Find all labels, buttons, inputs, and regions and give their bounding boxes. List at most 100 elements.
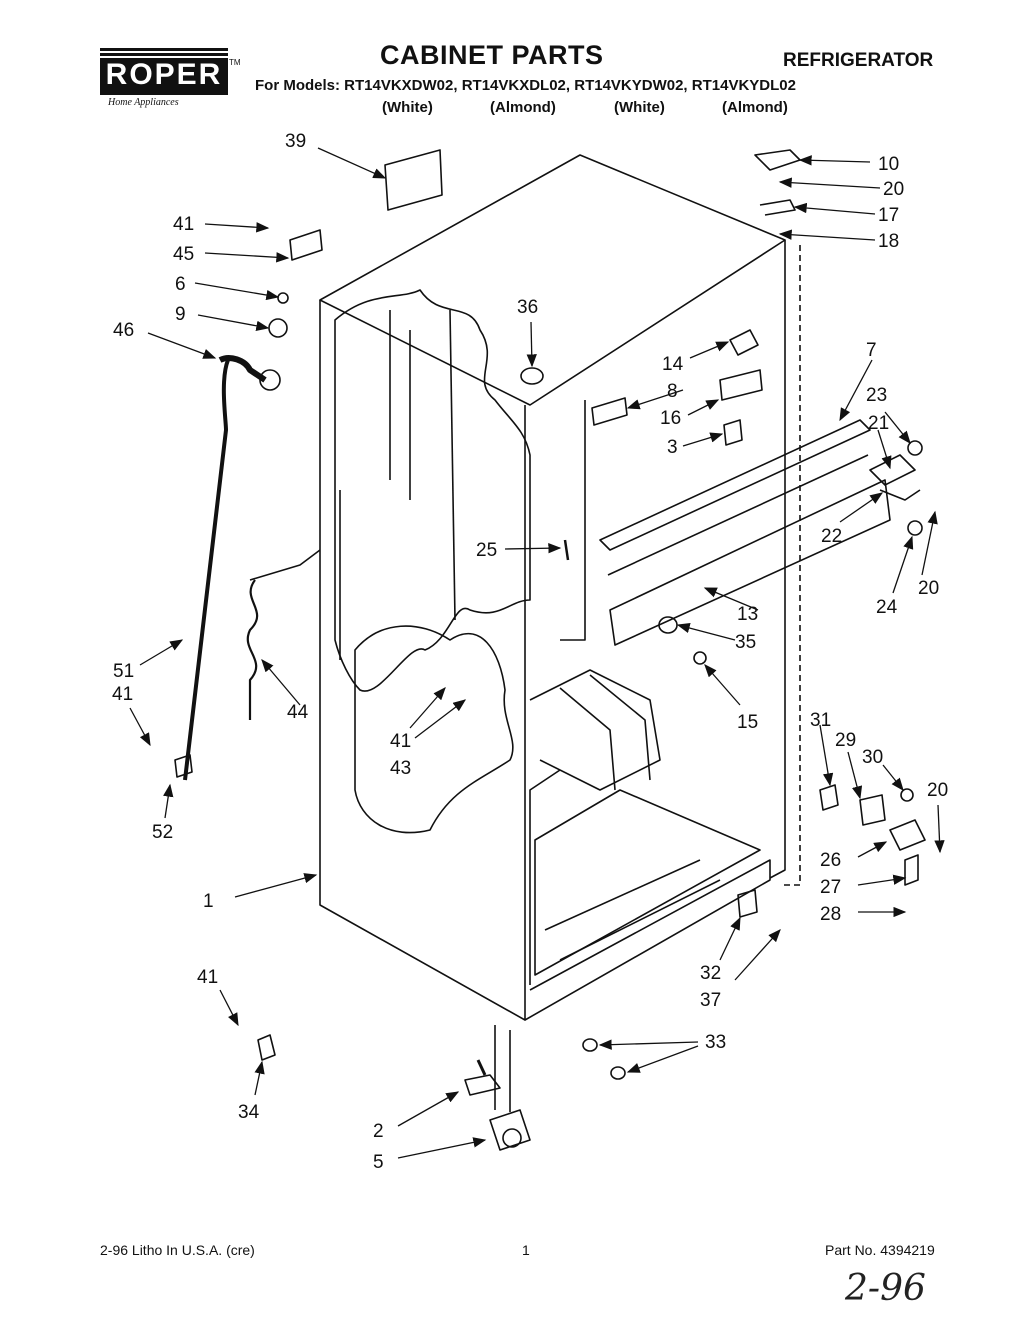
clip-14 [729,329,759,356]
callout-31: 31 [810,710,831,731]
callout-32: 32 [700,963,721,984]
callout-23: 23 [866,385,887,406]
callout-52: 52 [152,822,173,843]
block-3 [723,419,743,446]
bracket-16 [719,369,763,401]
callout-36: 36 [517,297,538,318]
models-line: For Models: RT14VKXDW02, RT14VKXDL02, RT… [255,77,796,94]
callout-9: 9 [175,304,186,325]
model-color-4: (Almond) [722,99,788,116]
center-hinge-21 [869,454,916,486]
callout-46: 46 [113,320,134,341]
leveling-leg-stem [476,1059,487,1076]
print-info: 2-96 Litho In U.S.A. (cre) [100,1242,255,1258]
callout-13: 13 [737,604,758,625]
hump-ridge [559,687,616,791]
compressor-hump [529,669,661,791]
liner-cutaway [334,289,531,692]
callout-1: 1 [203,891,214,912]
breaker-strip-line [607,454,869,576]
plug-36 [520,367,544,385]
floor-rail-1 [544,859,701,931]
plug-35 [658,616,678,634]
washer-23 [907,440,923,456]
washer-24 [907,520,923,536]
callout-15: 15 [737,712,758,733]
cabinet-bottom-frame [524,859,771,1021]
plug-33-a [582,1038,598,1052]
logo-top-rule [100,48,228,51]
callout-2: 2 [373,1121,384,1142]
center-hinge-22 [879,489,921,501]
washer-30 [900,788,914,802]
callout-29: 29 [835,730,856,751]
bottom-hinge-26 [889,819,926,851]
model-color-2: (Almond) [490,99,556,116]
screw-25 [563,539,570,561]
breaker-strip-7 [599,419,871,551]
roller-wheel [502,1128,522,1148]
bracket-39 [384,149,443,211]
floor-rail-2 [559,879,721,961]
brand-logo: ROPER [100,58,228,92]
callout-18: 18 [878,231,899,252]
handwritten-note: 2-96 [845,1268,926,1309]
callout-24: 24 [876,597,898,618]
callout-7: 7 [866,340,877,361]
hinge-cover-10 [754,149,801,171]
cabinet-rear-edge [769,240,786,879]
callout-20-mid: 20 [918,578,939,599]
appliance-category: REFRIGERATOR [783,50,934,71]
callout-41-top: 41 [173,214,194,235]
callout-30: 30 [862,747,883,768]
cabinet-dashed-outline [780,245,801,886]
model-color-1: (White) [382,99,433,116]
model-color-3: (White) [614,99,665,116]
callout-28: 28 [820,904,841,925]
lower-cutaway [354,625,514,834]
cover-plate-32 [737,889,758,918]
bracket-8 [591,397,628,426]
hump-ridge-2 [589,674,651,781]
plug-33-b [610,1066,626,1080]
callout-10: 10 [878,154,899,175]
callout-35: 35 [735,632,756,653]
callout-25: 25 [476,540,497,561]
callout-45: 45 [173,244,194,265]
grommet [259,369,281,391]
callout-37: 37 [700,990,721,1011]
callout-5: 5 [373,1152,384,1173]
power-cord-44 [246,579,259,720]
callout-16: 16 [660,408,681,429]
callout-39: 39 [285,131,306,152]
callout-27: 27 [820,877,841,898]
callout-17: 17 [878,205,899,226]
clip-34 [257,1034,276,1061]
roller-5 [489,1109,531,1151]
callout-43: 43 [390,758,411,779]
callout-3: 3 [667,437,678,458]
grommet-9 [268,318,288,338]
callout-41-left: 41 [112,684,133,705]
callout-8: 8 [667,381,678,402]
callout-41-mid: 41 [390,731,411,752]
trademark-mark: TM [229,58,241,67]
callout-20-top: 20 [883,179,904,200]
callout-22: 22 [821,526,842,547]
brand-tagline: Home Appliances [108,97,179,108]
hinge-pin-27 [904,854,919,886]
callout-labels: 39 10 20 17 18 41 45 6 9 46 36 14 7 8 16… [112,131,948,1173]
nut-6 [277,292,289,304]
page-title: CABINET PARTS [380,40,604,70]
divider-line [560,400,586,641]
cabinet-floor [534,789,761,976]
clip-45 [289,229,323,261]
cabinet-body [174,149,926,1151]
elbow-46 [218,355,267,383]
leader-arrows [129,147,945,1159]
clip-52 [174,754,193,778]
screw-15 [693,651,707,665]
water-tube-51 [183,359,230,781]
callout-14: 14 [662,354,684,375]
